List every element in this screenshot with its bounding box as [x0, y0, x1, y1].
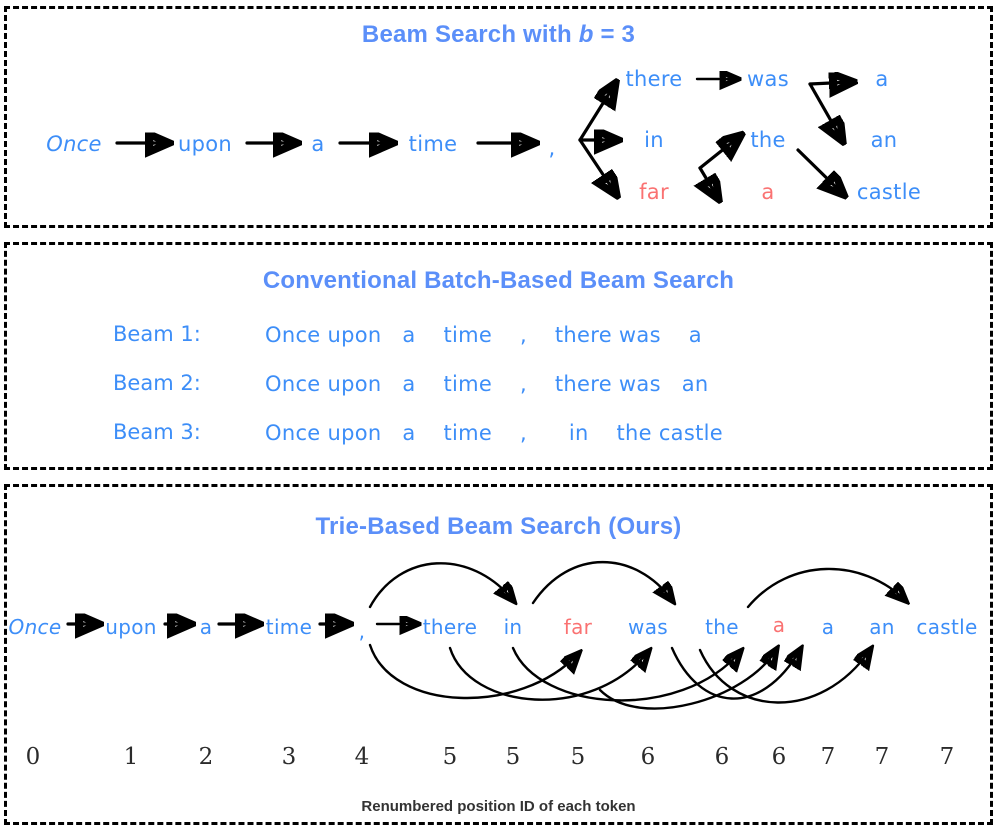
panel-middle-title: Conventional Batch-Based Beam Search — [262, 267, 735, 294]
bottom-token-time: time — [265, 615, 313, 639]
panel-trie-beam-search: Trie-Based Beam Search (Ours) Renumbered… — [4, 484, 993, 825]
position-id-0: 0 — [25, 744, 41, 770]
top-token-a-red: a — [761, 180, 775, 204]
position-id-5b: 5 — [505, 744, 521, 770]
position-id-caption: Renumbered position ID of each token — [361, 798, 636, 815]
panel-bottom-title: Trie-Based Beam Search (Ours) — [315, 513, 682, 540]
position-id-2: 2 — [198, 744, 214, 770]
top-token-a-top: a — [875, 67, 889, 91]
bottom-token-a-2: a — [821, 615, 835, 639]
beam-3-sequence: Once upon a time , in the castle — [265, 421, 723, 445]
panel-top-title: Beam Search with b = 3 — [7, 21, 990, 49]
top-token-in: in — [644, 128, 664, 152]
bottom-token-there: there — [422, 615, 478, 639]
bottom-token-the: the — [705, 615, 739, 639]
position-id-7a: 7 — [820, 744, 836, 770]
bottom-token-castle: castle — [916, 615, 978, 639]
bottom-token-comma: , — [358, 619, 366, 643]
position-id-4: 4 — [354, 744, 370, 770]
bottom-token-an: an — [869, 615, 895, 639]
beam-1-label: Beam 1: — [113, 322, 201, 346]
panel-conventional-beam-search: Conventional Batch-Based Beam Search — [4, 242, 993, 470]
position-id-3: 3 — [281, 744, 297, 770]
top-token-a: a — [311, 132, 325, 156]
bottom-token-in: in — [503, 615, 523, 639]
top-token-the: the — [750, 128, 786, 152]
top-token-there: there — [625, 67, 683, 91]
position-id-6c: 6 — [771, 744, 787, 770]
position-id-7c: 7 — [939, 744, 955, 770]
bottom-token-a-red: a — [772, 613, 786, 637]
panel-top-title-variable: b — [578, 21, 594, 48]
beam-2-sequence: Once upon a time , there was an — [265, 372, 709, 396]
top-token-was: was — [747, 67, 789, 91]
beam-2-label: Beam 2: — [113, 371, 201, 395]
top-token-comma: , — [548, 136, 556, 160]
top-token-upon: upon — [178, 132, 232, 156]
position-id-7b: 7 — [874, 744, 890, 770]
bottom-token-a-1: a — [199, 615, 213, 639]
position-id-5c: 5 — [570, 744, 586, 770]
bottom-token-upon: upon — [105, 615, 157, 639]
top-token-once: Once — [46, 132, 102, 156]
top-token-time: time — [408, 132, 458, 156]
position-id-5a: 5 — [442, 744, 458, 770]
panel-top-title-prefix: Beam Search with — [361, 21, 579, 48]
top-token-far: far — [639, 180, 669, 204]
bottom-token-far: far — [563, 615, 593, 639]
beam-1-sequence: Once upon a time , there was a — [265, 323, 702, 347]
top-token-castle: castle — [856, 180, 922, 204]
top-token-an: an — [870, 128, 898, 152]
position-id-1: 1 — [123, 744, 139, 770]
beam-3-label: Beam 3: — [113, 420, 201, 444]
panel-beam-search-tree: Beam Search with b = 3 — [4, 6, 993, 228]
panel-top-title-suffix: = 3 — [593, 21, 636, 48]
bottom-token-was: was — [628, 615, 668, 639]
bottom-token-once: Once — [8, 615, 62, 639]
position-id-6a: 6 — [640, 744, 656, 770]
position-id-6b: 6 — [714, 744, 730, 770]
